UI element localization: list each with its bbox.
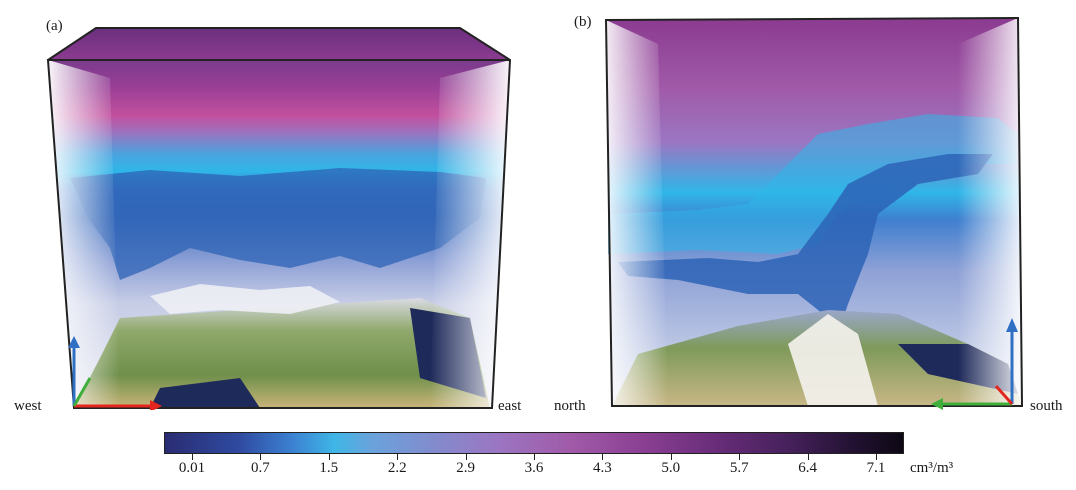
colorbar: 0.01 0.7 1.5 2.2 2.9 3.6 4.3 5.0 5.7 6.4 7.1 cm³/m… bbox=[164, 432, 964, 482]
colorbar-tick bbox=[602, 454, 604, 460]
panel-b-label: (b) bbox=[574, 14, 592, 30]
panel-a-box-outline bbox=[46, 27, 512, 409]
panel-b-right-haze bbox=[958, 18, 1022, 406]
colorbar-tick-label: 2.9 bbox=[456, 460, 475, 476]
colorbar-tick bbox=[807, 454, 809, 460]
panel-a-west-label: west bbox=[14, 398, 42, 414]
panel-a-cloud-isosurface bbox=[70, 168, 486, 280]
panel-b-south-label: south bbox=[1030, 398, 1063, 414]
panel-b-x-arrow bbox=[994, 385, 1014, 405]
colorbar-tick-label: 0.01 bbox=[178, 460, 206, 476]
panel-a: (a) bbox=[40, 18, 516, 410]
panel-a-right-haze bbox=[430, 60, 510, 408]
colorbar-tick bbox=[328, 454, 330, 460]
colorbar-tick-label: 1.5 bbox=[319, 460, 339, 476]
panel-a-snow-ridge bbox=[150, 284, 340, 314]
panel-b-y-arrowhead bbox=[931, 398, 943, 410]
panel-a-x-arrowhead bbox=[150, 400, 162, 410]
colorbar-tick bbox=[534, 454, 535, 460]
colorbar-tick bbox=[739, 454, 741, 460]
colorbar-tick bbox=[260, 454, 262, 460]
colorbar-tick bbox=[397, 454, 399, 460]
colorbar-tick bbox=[670, 454, 672, 460]
panel-a-z-arrowhead bbox=[68, 336, 80, 348]
colorbar-tick-label: 3.6 bbox=[524, 460, 544, 476]
colorbar-gradient bbox=[164, 432, 904, 454]
colorbar-tick bbox=[465, 454, 467, 460]
panel-b-volume-render bbox=[604, 16, 1024, 410]
panel-b-box-outline bbox=[604, 16, 1024, 407]
panel-a-volume-render bbox=[46, 27, 512, 410]
colorbar-tick-label: 2.2 bbox=[387, 460, 407, 476]
panel-b: (b) bbox=[574, 14, 1028, 410]
colorbar-tick-label: 5.7 bbox=[729, 460, 749, 476]
panel-a-top-face bbox=[48, 28, 510, 60]
panel-a-left-haze bbox=[48, 60, 120, 408]
panel-b-cyan-plume bbox=[608, 114, 1018, 254]
panel-a-label: (a) bbox=[46, 18, 63, 34]
panel-a-terrain bbox=[74, 298, 490, 408]
panel-b-z-arrowhead bbox=[1006, 318, 1018, 332]
colorbar-tick bbox=[876, 454, 877, 460]
panel-a-sea-bottom bbox=[150, 378, 260, 408]
colorbar-unit: cm³/m³ bbox=[910, 460, 954, 476]
colorbar-tick-label: 5.0 bbox=[661, 460, 681, 476]
colorbar-tick-label: 4.3 bbox=[593, 460, 612, 476]
panel-a-east-label: east bbox=[498, 398, 522, 414]
panel-b-north-label: north bbox=[554, 398, 586, 414]
colorbar-tick-label: 6.4 bbox=[798, 460, 817, 476]
colorbar-tick-label: 0.7 bbox=[251, 460, 270, 476]
colorbar-tick-label: 7.1 bbox=[866, 460, 886, 476]
panel-a-y-arrow bbox=[72, 377, 92, 407]
panel-b-snow-peak bbox=[788, 314, 878, 406]
colorbar-tick bbox=[192, 454, 193, 460]
panel-b-cloud-isosurface bbox=[618, 154, 993, 334]
panel-b-left-haze bbox=[606, 20, 668, 406]
